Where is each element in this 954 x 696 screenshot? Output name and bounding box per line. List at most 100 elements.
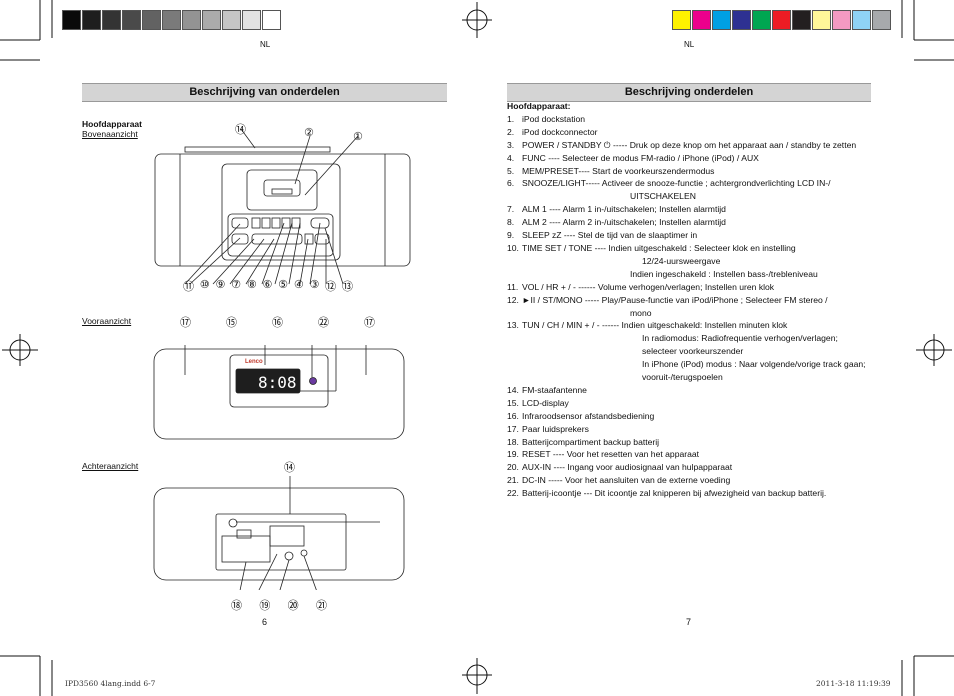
color-swatch-1: [692, 10, 711, 30]
item-number: [507, 307, 522, 320]
top-view-label: Bovenaanzicht: [82, 129, 138, 139]
color-swatch-8: [832, 10, 851, 30]
item-number: 20.: [507, 462, 519, 473]
parts-list-item: 4.FUNC ---- Selecteer de modus FM-radio …: [507, 152, 871, 165]
item-text: RESET ---- Voor het resetten van het app…: [522, 449, 700, 460]
top-callout-4: ⑧: [246, 279, 257, 291]
item-text: FM-staafantenne: [522, 384, 587, 395]
parts-list-item: 14.FM-staafantenne: [507, 384, 871, 397]
top-callout-7: ④: [293, 279, 304, 291]
item-text: ALM 1 ---- Alarm 1 in-/uitschakelen; Ins…: [522, 204, 726, 215]
parts-list-item: 7. ALM 1 ---- Alarm 1 in-/uitschakelen; I…: [507, 203, 871, 216]
item-text: Infraroodsensor afstandsbediening: [522, 410, 655, 421]
item-number: 7.: [507, 204, 515, 215]
callout-2: ②: [304, 127, 314, 139]
color-swatch-10: [872, 10, 891, 30]
item-text: iPod dockconnector: [522, 126, 598, 137]
top-callout-9: ⑫: [325, 281, 337, 293]
top-callout-1: ⑩: [199, 279, 210, 291]
gray-swatch-9: [242, 10, 261, 30]
gray-calibration-bar: [62, 10, 282, 30]
top-callout-3: ⑦: [231, 279, 242, 291]
item-text: vooruit-/terugspoelen: [642, 372, 723, 383]
color-swatch-6: [792, 10, 811, 30]
color-swatch-5: [772, 10, 791, 30]
parts-list-item: 13.TUN / CH / MIN + / - ------ Indien ui…: [507, 319, 871, 332]
front-lcd-digits: 8:08: [258, 373, 297, 392]
item-text: ►II / ST/MONO ----- Play/Pause-functie v…: [522, 294, 828, 305]
parts-list-item: 3.POWER / STANDBY ⏻ ----- Druk op deze k…: [507, 139, 871, 152]
parts-list-item: 10.TIME SET / TONE ---- Indien uitgescha…: [507, 242, 871, 255]
top-callout-2: ⑨: [215, 279, 226, 291]
gray-swatch-3: [122, 10, 141, 30]
item-number: 18.: [507, 436, 519, 447]
gray-swatch-10: [262, 10, 281, 30]
item-text: SNOOZE/LIGHT----- Activeer de snooze-fun…: [522, 178, 831, 189]
parts-list-item: UITSCHAKELEN: [507, 190, 871, 203]
gray-swatch-8: [222, 10, 241, 30]
gray-swatch-2: [102, 10, 121, 30]
front-callout-2: ⑯: [272, 317, 283, 329]
callout-14-top: ⑭: [235, 124, 246, 136]
parts-list-item: 19.RESET ---- Voor het resetten van het …: [507, 448, 871, 461]
callout-1: ①: [353, 131, 363, 143]
item-number: 10.: [507, 242, 519, 253]
item-text: AUX-IN ---- Ingang voor audiosignaal van…: [522, 462, 733, 473]
front-callout-4: ⑰: [364, 317, 375, 329]
item-number: 9.: [507, 230, 515, 241]
color-swatch-0: [672, 10, 691, 30]
lang-label-left: NL: [260, 40, 271, 49]
parts-list-item: In radiomodus: Radiofrequentie verhogen/…: [507, 332, 871, 345]
item-number: 17.: [507, 423, 519, 434]
item-text: In iPhone (iPod) modus : Naar volgende/v…: [642, 359, 866, 370]
item-number: 1.: [507, 113, 515, 124]
parts-list-item: 5.MEM/PRESET---- Start de voorkeurszende…: [507, 165, 871, 178]
item-number: 3.: [507, 139, 515, 150]
top-callout-5: ⑥: [262, 279, 273, 291]
item-number: 16.: [507, 410, 519, 421]
item-number: [507, 345, 522, 358]
rear-view-label: Achteraanzicht: [82, 461, 139, 471]
parts-list-item: 1.iPod dockstation: [507, 113, 871, 126]
top-callout-8: ③: [309, 279, 320, 291]
item-number: [507, 190, 522, 203]
item-number: 12.: [507, 294, 519, 305]
item-number: [507, 371, 522, 384]
parts-list-heading: Hoofdapparaat:: [507, 101, 571, 111]
item-number: 6.: [507, 178, 515, 189]
gray-swatch-5: [162, 10, 181, 30]
top-callout-10: ⑬: [341, 281, 353, 293]
item-number: 15.: [507, 397, 519, 408]
parts-list-item: 20.AUX-IN ---- Ingang voor audiosignaal …: [507, 461, 871, 474]
top-callout-0: ⑪: [183, 281, 194, 293]
item-number: [507, 358, 522, 371]
item-text: ALM 2 ---- Alarm 2 in-/uitschakelen; Ins…: [522, 217, 726, 228]
parts-list-item: In iPhone (iPod) modus : Naar volgende/v…: [507, 358, 871, 371]
parts-list-item: vooruit-/terugspoelen: [507, 371, 871, 384]
item-number: 8.: [507, 217, 515, 228]
item-text: Indien ingeschakeld : Instellen bass-/tr…: [630, 268, 818, 279]
parts-list-item: 21.DC-IN ----- Voor het aansluiten van d…: [507, 474, 871, 487]
item-text: FUNC ---- Selecteer de modus FM-radio / …: [522, 152, 759, 163]
item-number: 5.: [507, 165, 515, 176]
item-number: [507, 332, 522, 345]
item-number: 2.: [507, 126, 515, 137]
item-number: 19.: [507, 449, 519, 460]
front-callout-0: ⑰: [180, 317, 191, 329]
callout-14-rear: ⑭: [284, 462, 295, 474]
color-swatch-4: [752, 10, 771, 30]
front-brand: Lenco: [245, 359, 263, 365]
item-text: VOL / HR + / - ------ Volume verhogen/ve…: [522, 281, 775, 292]
item-text: 12/24-uursweergave: [642, 255, 721, 266]
item-text: In radiomodus: Radiofrequentie verhogen/…: [642, 333, 838, 344]
parts-list-item: 12.►II / ST/MONO ----- Play/Pause-functi…: [507, 294, 871, 307]
parts-list-item: 12/24-uursweergave: [507, 255, 871, 268]
item-number: [507, 268, 522, 281]
rear-view-diagram: [153, 476, 405, 590]
item-text: DC-IN ----- Voor het aansluiten van de e…: [522, 475, 731, 486]
gray-swatch-1: [82, 10, 101, 30]
parts-list-item: mono: [507, 307, 871, 320]
